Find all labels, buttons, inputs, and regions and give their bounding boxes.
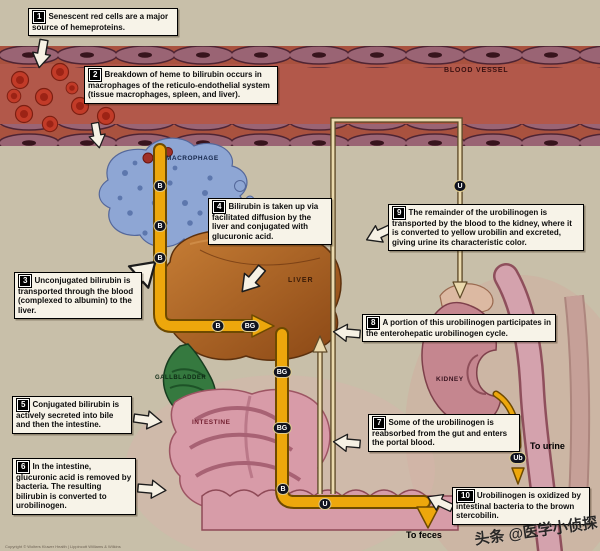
badge-urobilinogen-2: U [453,180,467,192]
step-4-number: 4 [213,201,226,213]
step-8-text: A portion of this urobilinogen participa… [366,318,552,338]
badge-bilirubin-4: B [211,320,225,332]
liver-label: LIVER [288,277,314,284]
badge-urobilinogen-1: U [318,498,332,510]
intestine-label: INTESTINE [192,419,231,426]
step-2-number: 2 [89,69,102,81]
arrow-step2-to-macrophage [88,121,106,149]
enterohepatic-arrowhead [312,335,328,353]
liver-illustration [161,226,342,361]
gallbladder-label: GALLBLADDER [155,375,207,381]
step-3-text: Unconjugated bilirubin is transported th… [18,276,134,315]
step-2-text: Breakdown of heme to bilirubin occurs in… [88,70,270,100]
badge-bilirubin-2: B [153,220,167,232]
badge-bilirubin-3: B [153,252,167,264]
badge-bilirubin-5: B [276,483,290,495]
macrophage-label: MACROPHAGE [166,155,219,162]
step-9-number: 9 [393,207,406,219]
step-7-number: 7 [373,417,386,429]
arrow-step7-to-portal-line [332,433,361,453]
arrow-step8-to-liver [332,323,361,343]
arrow-step5-to-gallbladder [132,410,163,430]
step-1-text: Senescent red cells are a major source o… [32,12,169,32]
to-urine-arrowhead [511,467,525,485]
step-6-text: In the intestine, glucuronic acid is rem… [16,462,132,511]
urobilinogen-circulation-lines [312,117,468,494]
badge-urobilin: Ub [509,452,527,464]
to-urine-label: To urine [530,441,565,451]
arrow-step4-to-liver [241,264,267,293]
step-5-text: Conjugated bilirubin is actively secrete… [16,400,120,430]
macrophage-speckles [117,160,213,236]
vessel-wall-bottom [0,124,600,146]
step-6-number: 6 [17,461,30,473]
to-feces-arrowhead [416,506,440,529]
step-8-number: 8 [367,317,380,329]
arrow-step6-to-intestine [136,479,167,499]
step-10-text: Urobilinogen is oxidized by intestinal b… [456,491,581,521]
badge-bilirubin-glucuronide-1: BG [240,320,260,332]
intestine-illustration [168,388,459,531]
copyright-text: Copyright © Wolters Kluwer Health | Lipp… [5,544,121,549]
to-feces-label: To feces [406,530,442,540]
badge-bilirubin-glucuronide-2: BG [272,366,292,378]
vessel-wall-top [0,46,600,68]
step-9-text: The remainder of the urobilinogen is tra… [392,208,572,247]
blood-vessel-label: BLOOD VESSEL [444,67,509,74]
badge-bilirubin-1: B [153,180,167,192]
step-1-number: 1 [33,11,46,23]
to-kidney-arrowhead [452,281,468,299]
kidney-label: KIDNEY [436,376,464,383]
step-3-number: 3 [19,275,32,287]
step-7-text: Some of the urobilinogen is reabsorbed f… [372,418,508,448]
step-5-number: 5 [17,399,30,411]
arrow-step10-to-intestine [427,493,455,513]
step-10-number: 10 [457,490,474,502]
badge-bilirubin-glucuronide-3: BG [272,422,292,434]
arrow-step1-to-vessel [32,38,52,69]
step-4-text: Bilirubin is taken up via facilitated di… [212,202,319,241]
